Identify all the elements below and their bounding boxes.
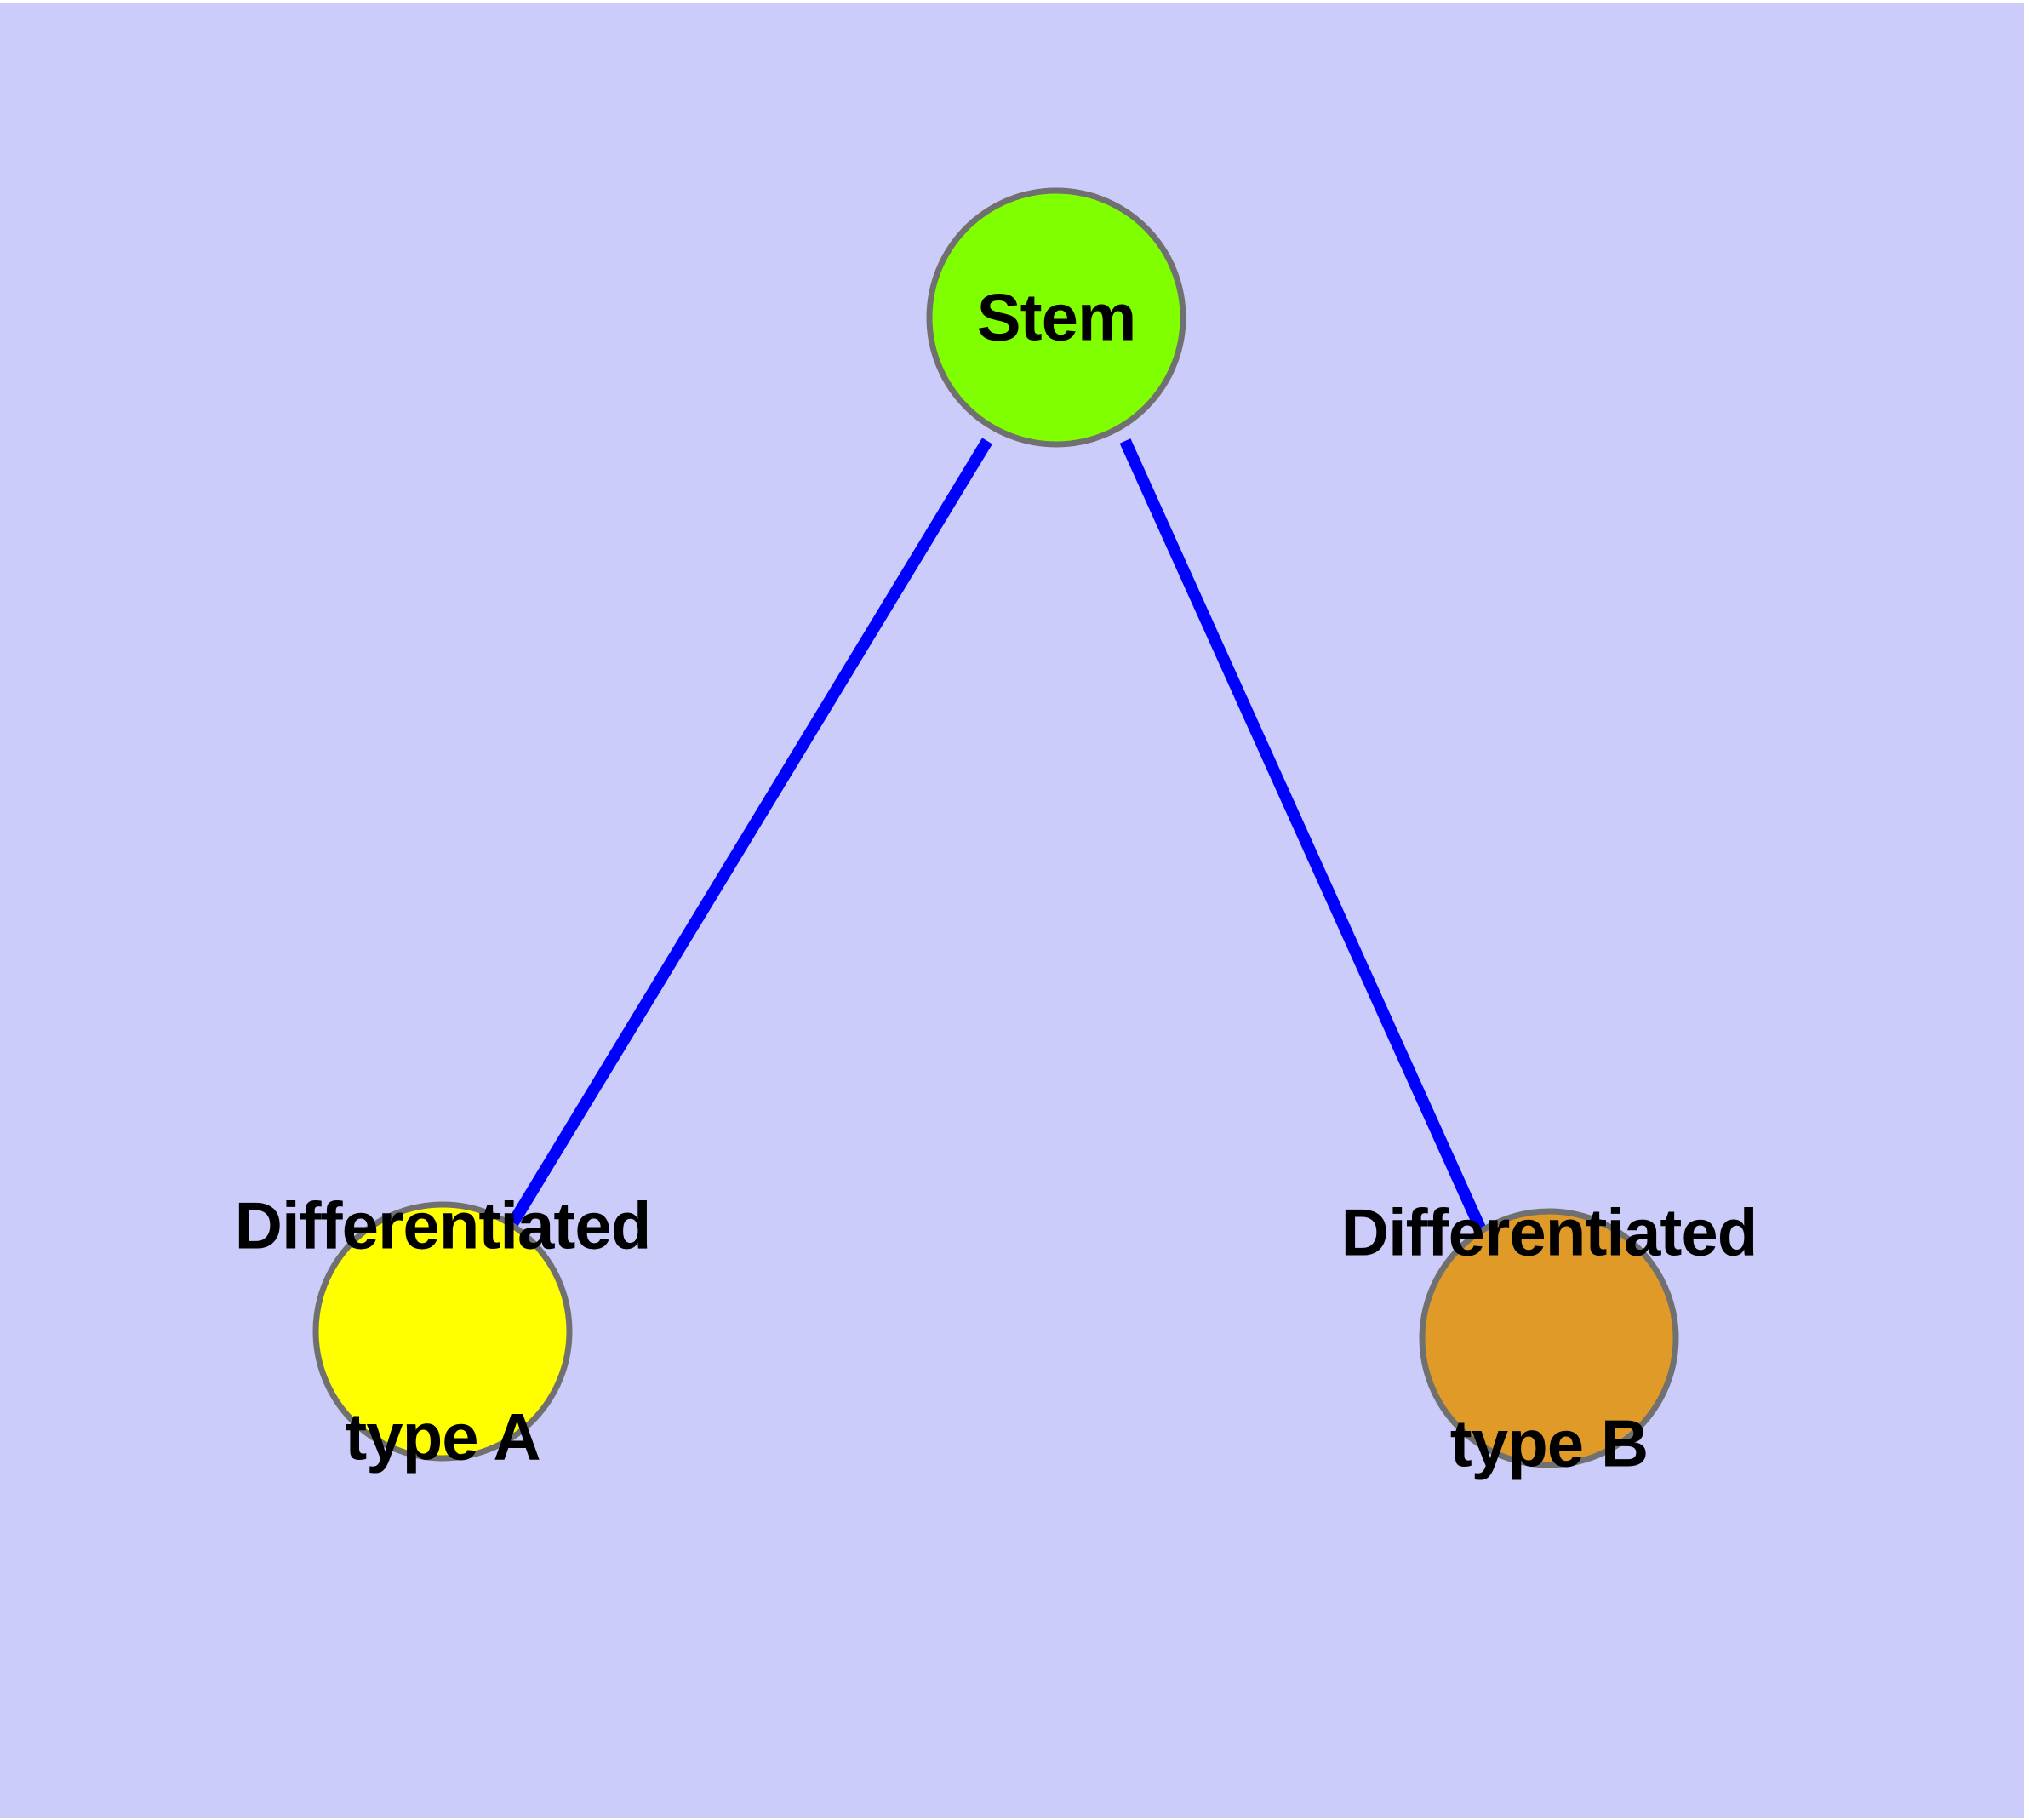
node-circle-stem[interactable]: [926, 187, 1186, 448]
edge-stem-to-type-a: [506, 438, 992, 1230]
node-layer: [312, 187, 1679, 1468]
edge-stem-to-type-b: [1119, 438, 1489, 1236]
node-circle-differentiated-type-b[interactable]: [1419, 1208, 1679, 1468]
graph-svg: [312, 187, 1679, 1468]
diagram-plot-area: Stem Differentiated type A Differentiate…: [0, 3, 2024, 1818]
edge-layer: [506, 438, 1489, 1236]
node-circle-differentiated-type-a[interactable]: [312, 1201, 573, 1462]
